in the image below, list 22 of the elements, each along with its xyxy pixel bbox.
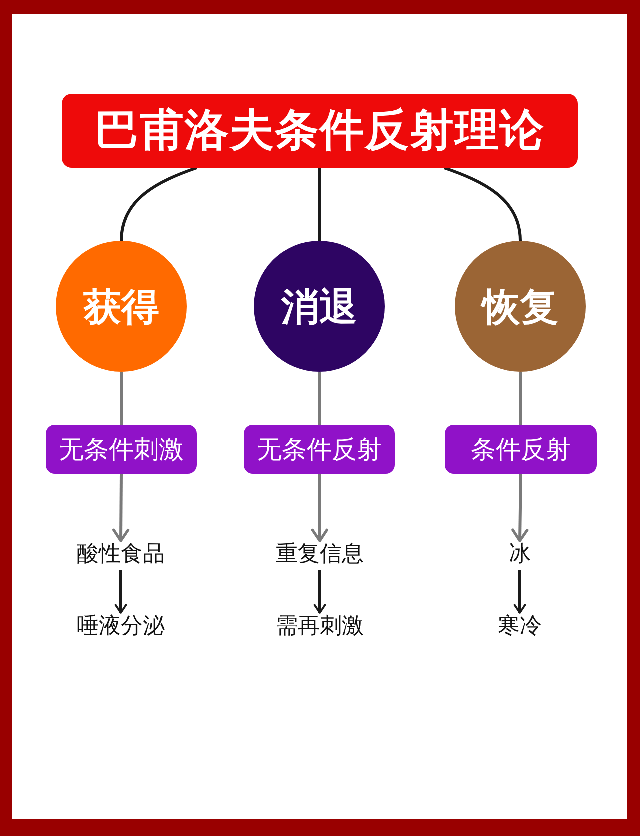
- flow-text: 需再刺激: [276, 616, 364, 638]
- arrow: [112, 474, 130, 542]
- connector-line: [444, 166, 522, 242]
- title-banner: 巴甫洛夫条件反射理论: [62, 94, 578, 168]
- reflex-tag: 条件反射: [445, 425, 597, 474]
- flow-text: 冰: [509, 544, 531, 566]
- flow-text: 酸性食品: [77, 544, 165, 566]
- arrow: [311, 474, 328, 542]
- arrow: [114, 570, 128, 614]
- connector-line: [519, 372, 522, 426]
- connector-line: [318, 168, 322, 242]
- arrow: [512, 474, 529, 542]
- connector-line: [318, 372, 321, 425]
- arrow: [314, 570, 326, 614]
- connector-line: [120, 372, 123, 425]
- reflex-tag: 无条件反射: [244, 425, 395, 474]
- flow-text: 寒冷: [498, 616, 542, 638]
- flow-text: 唾液分泌: [77, 616, 165, 638]
- arrow: [514, 570, 526, 614]
- flow-text: 重复信息: [276, 544, 364, 566]
- connector-line: [120, 166, 198, 242]
- reflex-tag: 无条件刺激: [46, 425, 197, 474]
